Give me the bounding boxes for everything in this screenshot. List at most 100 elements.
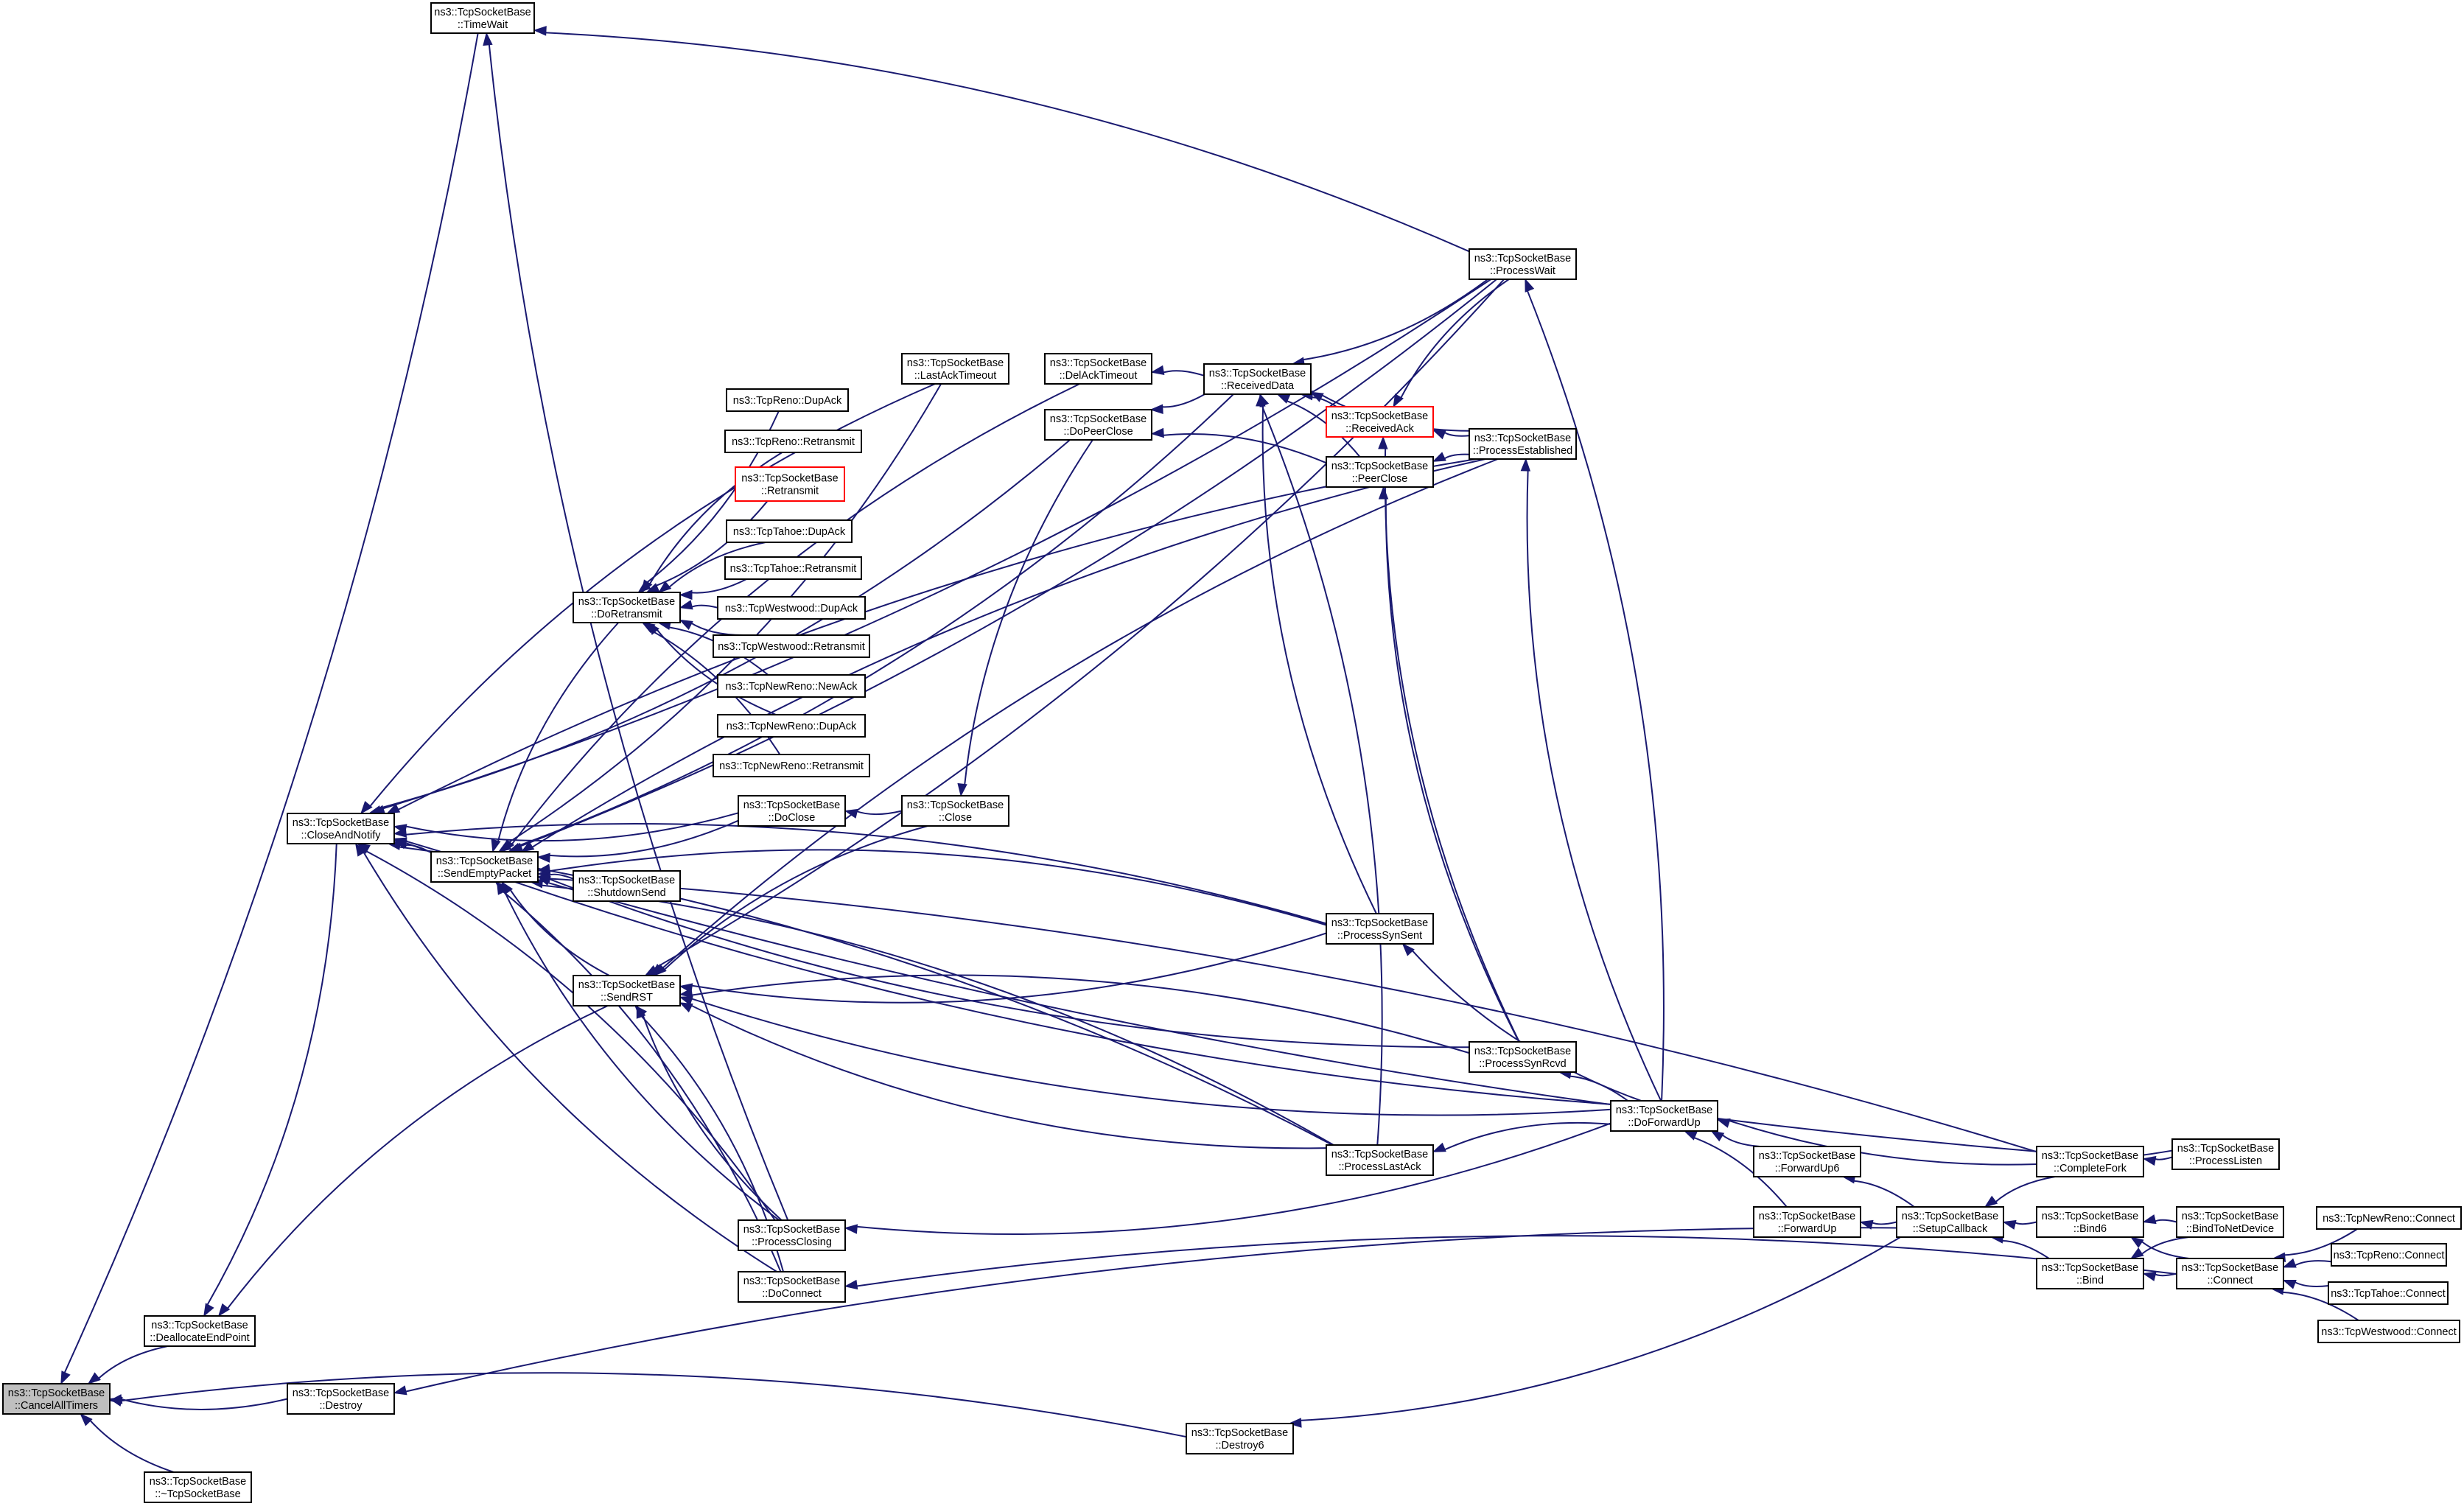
node-bind[interactable]: ns3::TcpSocketBase::Bind <box>2036 1258 2144 1289</box>
node-westwoodconnect[interactable]: ns3::TcpWestwood::Connect <box>2317 1320 2460 1343</box>
node-connect[interactable]: ns3::TcpSocketBase::Connect <box>2176 1258 2284 1289</box>
node-bind6[interactable]: ns3::TcpSocketBase::Bind6 <box>2036 1206 2144 1238</box>
node-label-forwardup-0: ns3::TcpSocketBase <box>1759 1211 1855 1222</box>
node-newrenonewack[interactable]: ns3::TcpNewReno::NewAck <box>717 674 866 698</box>
node-label-processwait-1: ::ProcessWait <box>1490 265 1555 277</box>
edge-processsynsent-to-receiveddata <box>1261 404 1377 914</box>
node-receiveddata[interactable]: ns3::TcpSocketBase::ReceivedData <box>1203 363 1312 395</box>
node-box-timewait <box>430 2 535 34</box>
edge-processlisten-to-completefork <box>2153 1156 2173 1160</box>
edge-forwardup6-to-doforwardup <box>1721 1133 1760 1147</box>
node-box-newrenonewack <box>717 674 866 698</box>
node-box-newrenodupack <box>717 714 866 738</box>
node-box-processwait <box>1469 248 1577 280</box>
node-forwardup6[interactable]: ns3::TcpSocketBase::ForwardUp6 <box>1753 1146 1861 1177</box>
node-box-newrenoconnect <box>2316 1206 2462 1230</box>
node-doconnect[interactable]: ns3::TcpSocketBase::DoConnect <box>738 1271 846 1303</box>
node-sendemptypacket[interactable]: ns3::TcpSocketBase::SendEmptyPacket <box>430 851 539 883</box>
node-setupcallback[interactable]: ns3::TcpSocketBase::SetupCallback <box>1896 1206 2004 1238</box>
node-westwooddupack[interactable]: ns3::TcpWestwood::DupAck <box>717 596 866 620</box>
node-doretransmit[interactable]: ns3::TcpSocketBase::DoRetransmit <box>573 592 681 623</box>
node-processclosing[interactable]: ns3::TcpSocketBase::ProcessClosing <box>738 1219 846 1251</box>
edge-setupcallback-to-forwardup6 <box>1852 1180 1915 1208</box>
node-peerclose[interactable]: ns3::TcpSocketBase::PeerClose <box>1326 456 1434 488</box>
node-delacktimeout[interactable]: ns3::TcpSocketBase::DelAckTimeout <box>1044 353 1152 385</box>
node-westwoodretransmit[interactable]: ns3::TcpWestwood::Retransmit <box>713 634 870 658</box>
edge-lastacktimeout-to-closeandnotify <box>368 383 936 808</box>
node-closeandnotify[interactable]: ns3::TcpSocketBase::CloseAndNotify <box>287 813 395 844</box>
node-destructor[interactable]: ns3::TcpSocketBase::~TcpSocketBase <box>144 1471 252 1503</box>
edge-receiveddata-to-sendemptypacket <box>517 393 1234 847</box>
node-processsynsent[interactable]: ns3::TcpSocketBase::ProcessSynSent <box>1326 913 1434 945</box>
node-box-tahoedupack <box>726 519 853 543</box>
node-box-receivedack <box>1326 406 1434 438</box>
node-box-sendemptypacket <box>430 851 539 883</box>
node-box-processsynsent <box>1326 913 1434 945</box>
node-deallocate[interactable]: ns3::TcpSocketBase::DeallocateEndPoint <box>144 1315 256 1347</box>
node-forwardup[interactable]: ns3::TcpSocketBase::ForwardUp <box>1753 1206 1861 1238</box>
node-dopeerclose[interactable]: ns3::TcpSocketBase::DoPeerClose <box>1044 409 1152 441</box>
node-label-dopeerclose-0: ns3::TcpSocketBase <box>1050 413 1147 425</box>
node-box-lastacktimeout <box>901 353 1009 385</box>
node-label-tahoeconnect-0: ns3::TcpTahoe::Connect <box>2331 1288 2446 1300</box>
node-processlastack[interactable]: ns3::TcpSocketBase::ProcessLastAck <box>1326 1144 1434 1176</box>
node-shutdownsend[interactable]: ns3::TcpSocketBase::ShutdownSend <box>573 870 681 902</box>
node-retransmit[interactable]: ns3::TcpSocketBase::Retransmit <box>735 466 845 502</box>
node-processsynrcvd[interactable]: ns3::TcpSocketBase::ProcessSynRcvd <box>1469 1041 1577 1073</box>
edge-processclosing-to-sendemptypacket <box>503 889 780 1221</box>
arrowhead-doconnect-to-sendemptypacket <box>494 881 508 894</box>
node-label-peerclose-0: ns3::TcpSocketBase <box>1331 461 1428 472</box>
node-tahoeconnect[interactable]: ns3::TcpTahoe::Connect <box>2328 1281 2449 1305</box>
node-label-deallocate-0: ns3::TcpSocketBase <box>151 1320 248 1331</box>
node-processlisten[interactable]: ns3::TcpSocketBase::ProcessListen <box>2171 1138 2280 1170</box>
node-receivedack[interactable]: ns3::TcpSocketBase::ReceivedAck <box>1326 406 1434 438</box>
edge-close-to-doclose <box>855 810 903 816</box>
node-label-close-0: ns3::TcpSocketBase <box>907 799 1004 811</box>
node-label-westwooddupack-0: ns3::TcpWestwood::DupAck <box>725 603 858 615</box>
node-box-doclose <box>738 795 846 827</box>
node-close[interactable]: ns3::TcpSocketBase::Close <box>901 795 1009 827</box>
edge-doforwardup-to-closeandnotify <box>404 841 1611 1105</box>
node-box-westwoodconnect <box>2317 1320 2460 1343</box>
arrowhead-doforwardup-to-processclosing <box>844 1224 858 1234</box>
node-lastacktimeout[interactable]: ns3::TcpSocketBase::LastAckTimeout <box>901 353 1009 385</box>
node-label-completefork-1: ::CompleteFork <box>2054 1163 2127 1174</box>
edge-timewait-to-cancelalltimers <box>63 32 479 1375</box>
node-completefork[interactable]: ns3::TcpSocketBase::CompleteFork <box>2036 1146 2144 1177</box>
node-label-dopeerclose-1: ::DoPeerClose <box>1063 426 1133 438</box>
edge-bindtonetdevice-to-bind <box>2140 1236 2189 1256</box>
node-processwait[interactable]: ns3::TcpSocketBase::ProcessWait <box>1469 248 1577 280</box>
node-destroy6[interactable]: ns3::TcpSocketBase::Destroy6 <box>1186 1423 1294 1454</box>
node-timewait[interactable]: ns3::TcpSocketBase::TimeWait <box>430 2 535 34</box>
edge-westwoodconnect-to-connect <box>2281 1291 2359 1321</box>
node-renoconnect[interactable]: ns3::TcpReno::Connect <box>2331 1243 2447 1267</box>
edge-processestablished-to-sendrst <box>659 458 1499 971</box>
edge-forwardup-to-doforwardup <box>1693 1136 1788 1208</box>
node-label-receivedack-1: ::ReceivedAck <box>1345 423 1414 435</box>
arrowhead-connect-to-bind6 <box>2129 1236 2144 1248</box>
node-label-peerclose-1: ::PeerClose <box>1352 473 1408 485</box>
arrowhead-westwooddupack-to-doretransmit <box>679 600 693 610</box>
node-tahoeretransmit[interactable]: ns3::TcpTahoe::Retransmit <box>724 556 862 580</box>
arrowhead-tahoeconnect-to-connect <box>2282 1279 2297 1289</box>
node-renoretransmit[interactable]: ns3::TcpReno::Retransmit <box>724 430 862 453</box>
node-bindtonetdevice[interactable]: ns3::TcpSocketBase::BindToNetDevice <box>2176 1206 2284 1238</box>
edge-processsynrcvd-to-sendrst <box>690 974 1470 1054</box>
node-newrenoconnect[interactable]: ns3::TcpNewReno::Connect <box>2316 1206 2462 1230</box>
node-renodupack[interactable]: ns3::TcpReno::DupAck <box>726 388 849 412</box>
node-destroy[interactable]: ns3::TcpSocketBase::Destroy <box>287 1383 395 1415</box>
node-newrenodupack[interactable]: ns3::TcpNewReno::DupAck <box>717 714 866 738</box>
node-tahoedupack[interactable]: ns3::TcpTahoe::DupAck <box>726 519 853 543</box>
edge-destructor-to-cancelalltimers <box>88 1418 175 1473</box>
node-doforwardup[interactable]: ns3::TcpSocketBase::DoForwardUp <box>1610 1100 1718 1132</box>
arrowhead-bindtonetdevice-to-bind <box>2129 1247 2144 1259</box>
node-newrenoretransmit[interactable]: ns3::TcpNewReno::Retransmit <box>713 754 870 777</box>
node-label-retransmit-0: ns3::TcpSocketBase <box>741 473 838 485</box>
node-doclose[interactable]: ns3::TcpSocketBase::DoClose <box>738 795 846 827</box>
node-processestablished[interactable]: ns3::TcpSocketBase::ProcessEstablished <box>1469 428 1577 460</box>
node-label-newrenoconnect-0: ns3::TcpNewReno::Connect <box>2323 1213 2455 1225</box>
node-sendrst[interactable]: ns3::TcpSocketBase::SendRST <box>573 975 681 1006</box>
node-cancelalltimers[interactable]: ns3::TcpSocketBase::CancelAllTimers <box>2 1383 111 1415</box>
node-box-destroy6 <box>1186 1423 1294 1454</box>
